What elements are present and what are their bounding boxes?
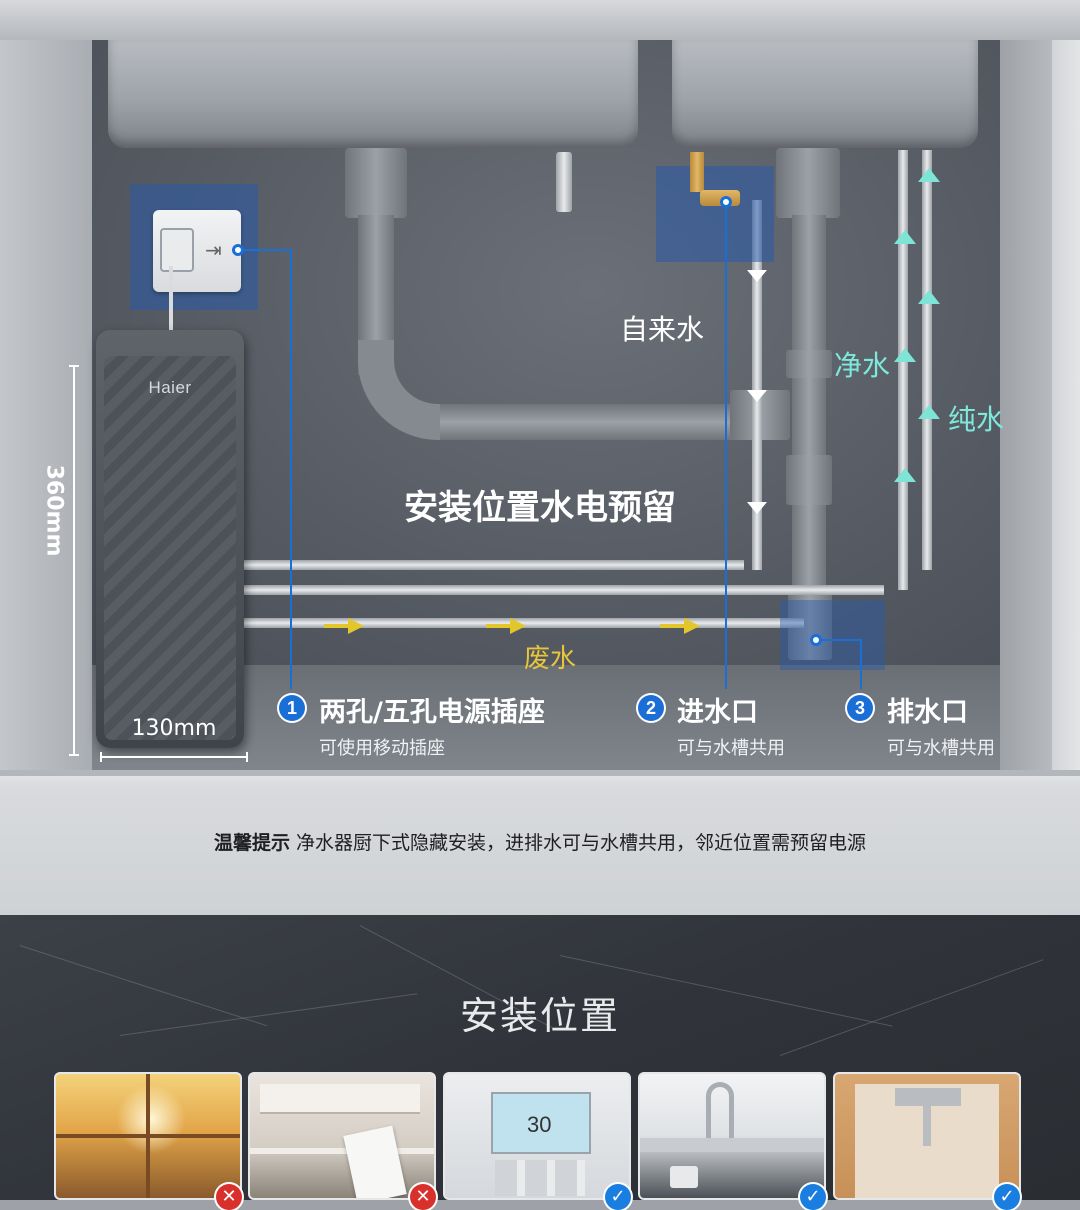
drain-outlet-highlight	[780, 600, 885, 670]
inlet-leader-line	[725, 206, 727, 689]
height-dimension-line	[73, 365, 75, 755]
sink-basin-right	[672, 40, 978, 148]
point-1-subtitle: 可使用移动插座	[319, 738, 445, 759]
kitchen-icon	[343, 1125, 407, 1198]
overflow-pipe	[556, 152, 572, 212]
filtered-water-label: 净水	[834, 349, 891, 382]
pure-flow-arrow-icon	[894, 230, 916, 244]
point-2-badge: 2	[638, 695, 664, 721]
drain-horizontal-pipe	[440, 404, 760, 440]
width-dimension-line	[100, 756, 248, 758]
width-dimension-cap	[246, 752, 248, 762]
cabinet-left-panel	[0, 40, 92, 770]
installation-scene: ⇥ 自来水 净水 纯水 废水 安装位置水电预留 Haier 360mm 130m…	[0, 0, 1080, 915]
thumbnail-sunlight-window[interactable]	[54, 1072, 242, 1200]
section-title: 安装位置	[459, 994, 620, 1038]
socket-leader-line	[290, 249, 292, 689]
panel-buttons	[495, 1160, 585, 1196]
point-3-badge: 3	[847, 695, 873, 721]
sink-rim	[640, 1138, 824, 1152]
suitable-check-icon: ✓	[994, 1184, 1020, 1210]
counter-edge	[250, 1148, 434, 1154]
tube-feed	[244, 560, 744, 570]
tap-flow-arrow-icon	[747, 390, 767, 402]
width-dimension-label: 130mm	[131, 716, 217, 741]
cabinet-icon	[895, 1088, 961, 1106]
suitable-check-icon: ✓	[605, 1184, 631, 1210]
wall-cabinet	[260, 1084, 420, 1114]
cabinet-right-edge	[1052, 40, 1080, 770]
pure-flow-arrow-icon	[918, 290, 940, 304]
tube-pure	[244, 585, 884, 595]
point-3-subtitle: 可与水槽共用	[887, 738, 995, 759]
power-cord	[169, 266, 173, 334]
inlet-valve-highlight	[656, 166, 774, 262]
point-3-title: 排水口	[887, 697, 968, 728]
sink-basin-left	[108, 40, 638, 148]
faucet-icon	[706, 1082, 734, 1140]
point-1-title: 两孔/五孔电源插座	[319, 697, 545, 728]
socket-leader-line	[242, 249, 292, 251]
pure-flow-arrow-icon	[918, 168, 940, 182]
tap-flow-arrow-icon	[747, 270, 767, 282]
pure-water-label: 纯水	[948, 403, 1005, 436]
panel-icon: 30	[491, 1092, 591, 1154]
shelf-edge	[0, 770, 1080, 776]
brand-logo: Haier	[148, 378, 192, 397]
tip-body: 净水器厨下式隐藏安装，进排水可与水槽共用，邻近位置需预留电源	[296, 832, 867, 854]
thumbnail-kitchen-counter[interactable]	[248, 1072, 436, 1200]
socket-hole-icon: ⇥	[205, 238, 222, 262]
pure-flow-arrow-icon	[894, 468, 916, 482]
window-frame	[146, 1074, 150, 1198]
tap-flow-arrow-icon	[747, 502, 767, 514]
thumbnail-control-panel[interactable]: 30	[443, 1072, 631, 1200]
not-suitable-icon: ✕	[410, 1184, 436, 1210]
tube-filtered-vertical	[898, 150, 908, 590]
socket-icon	[670, 1166, 698, 1188]
left-drain-trap	[345, 148, 407, 218]
tap-water-label: 自来水	[620, 313, 705, 346]
waste-flow-arrow-icon	[510, 618, 526, 634]
thumbnail-sink-faucet[interactable]	[638, 1072, 826, 1200]
waste-flow-arrow-tail	[324, 624, 350, 628]
suitable-check-icon: ✓	[800, 1184, 826, 1210]
height-dimension-cap	[69, 754, 79, 756]
power-plug-icon	[160, 228, 194, 272]
waste-water-label: 废水	[524, 644, 577, 674]
cabinet-shelf-front	[0, 770, 1080, 915]
drain-leader-line	[860, 639, 862, 689]
waste-flow-arrow-tail	[660, 624, 686, 628]
purifier-front-panel	[104, 356, 236, 740]
tube-feed-vertical	[752, 200, 762, 570]
sunlight-icon	[116, 1084, 186, 1154]
headline: 安装位置水电预留	[404, 488, 676, 528]
drain-leader-line	[820, 639, 862, 641]
pure-flow-arrow-icon	[894, 348, 916, 362]
tube-pure-vertical	[922, 150, 932, 570]
inlet-valve-pipe	[690, 152, 704, 192]
width-dimension-cap	[100, 752, 102, 762]
point-2-title: 进水口	[677, 697, 758, 728]
panel-display-value: 30	[527, 1112, 552, 1137]
waste-flow-arrow-tail	[486, 624, 512, 628]
height-dimension-label: 360mm	[41, 464, 67, 557]
waste-flow-arrow-icon	[348, 618, 364, 634]
countertop	[0, 0, 1080, 40]
thumbnail-under-cabinet[interactable]	[833, 1072, 1021, 1200]
waste-flow-arrow-icon	[684, 618, 700, 634]
tip-text: 温馨提示 净水器厨下式隐藏安装，进排水可与水槽共用，邻近位置需预留电源	[0, 828, 1080, 855]
main-drain-pipe	[792, 215, 826, 615]
tip-label: 温馨提示	[213, 832, 290, 854]
point-2-subtitle: 可与水槽共用	[677, 738, 785, 759]
point-1-badge: 1	[279, 695, 305, 721]
cabinet-drain-pipe	[923, 1106, 931, 1146]
pure-flow-arrow-icon	[918, 405, 940, 419]
not-suitable-icon: ✕	[216, 1184, 242, 1210]
drain-fitting-lower	[786, 455, 832, 505]
drain-fitting-upper	[786, 350, 832, 378]
height-dimension-cap	[69, 365, 79, 367]
right-drain-trap	[776, 148, 840, 218]
